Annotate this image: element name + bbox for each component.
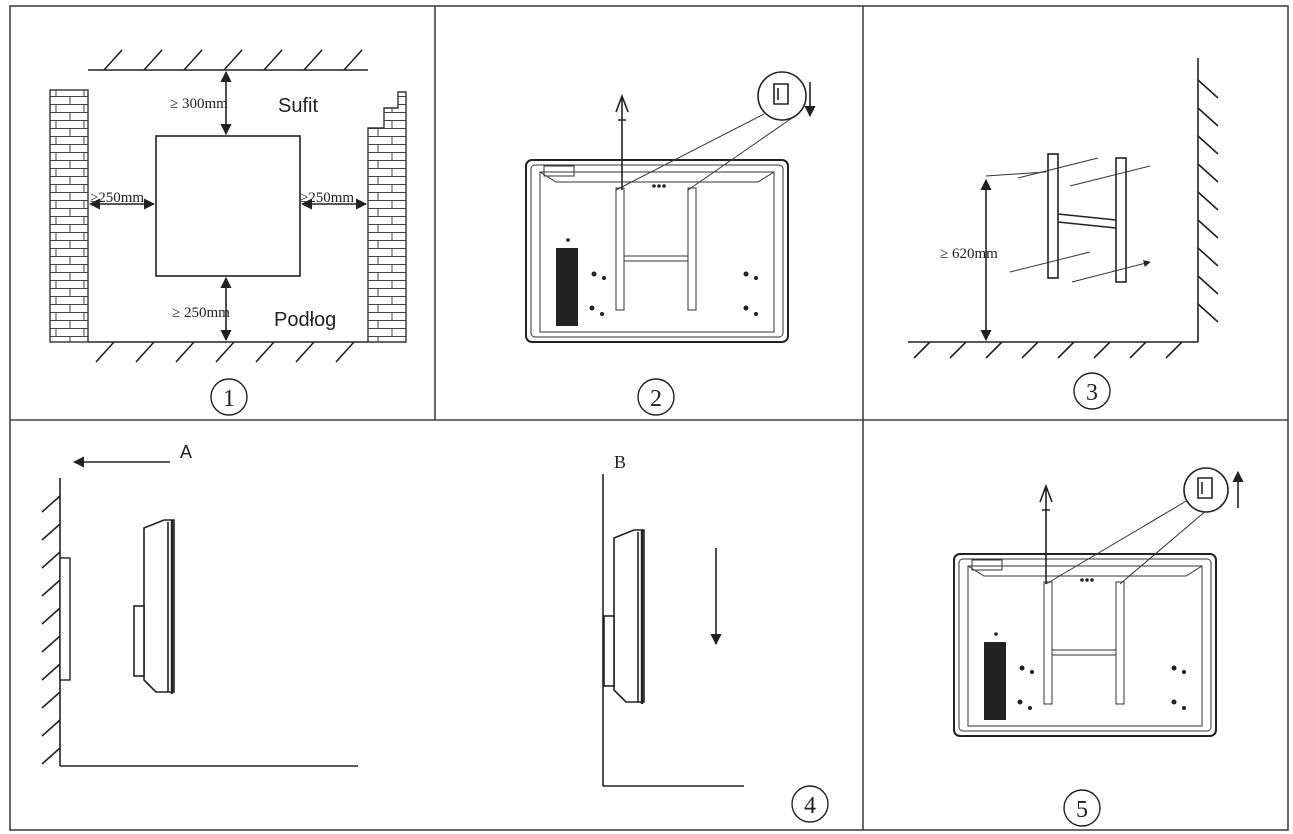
label-a: A xyxy=(180,442,192,462)
panel-2-back-view: 2 xyxy=(525,71,816,416)
right-gap-label: ≥250mm xyxy=(300,190,354,206)
detail-leader-left xyxy=(615,113,765,191)
step-1-circle xyxy=(210,378,248,416)
floor-hatch-3 xyxy=(913,341,1183,359)
panel-5-secure-heater: 5 xyxy=(953,467,1244,827)
panel-1-clearances: ≥ 300mm Sufit ≥250mm ≥250mm ≥ 250mm Podł… xyxy=(49,49,407,416)
bracket-left-rail xyxy=(1047,153,1059,279)
step-5-circle xyxy=(1063,789,1101,827)
wall-hatch-4a xyxy=(41,495,61,765)
step-5-number: 5 xyxy=(1076,797,1088,823)
detail-leader-left-2 xyxy=(1045,499,1189,585)
screw-icon-2 xyxy=(1039,483,1053,584)
step-4-number: 4 xyxy=(804,793,816,819)
hook-detail-circle xyxy=(757,71,807,121)
heater-side-b xyxy=(602,528,646,706)
step-3-number: 3 xyxy=(1086,380,1098,406)
ceiling-hatch xyxy=(103,49,363,71)
hook-detail-bracket-2 xyxy=(1197,477,1213,499)
step-2-number: 2 xyxy=(650,386,662,412)
ceiling-label: Sufit xyxy=(278,95,318,117)
wall-bracket-side xyxy=(59,557,71,681)
left-brick-wall xyxy=(49,89,89,343)
height-ref-line xyxy=(985,171,1047,177)
floor-label: Podłog xyxy=(274,309,336,331)
screw-icon xyxy=(615,93,629,190)
floor-hatch xyxy=(95,341,355,363)
heater-back-view xyxy=(525,159,789,343)
height-label: ≥ 620mm xyxy=(940,246,998,262)
bracket-right-rail xyxy=(1115,157,1127,283)
bracket-crossbar xyxy=(1057,213,1117,229)
floor-gap-label: ≥ 250mm xyxy=(172,305,230,321)
screw-direction-arrows xyxy=(1009,157,1150,283)
step-3-circle xyxy=(1073,372,1111,410)
heater-side-a xyxy=(132,518,176,696)
heater-outline xyxy=(155,135,301,277)
panel-3-bracket-mount: ≥ 620mm 3 xyxy=(908,58,1219,410)
left-gap-label: ≥250mm xyxy=(90,190,144,206)
ceiling-gap-label: ≥ 300mm xyxy=(170,96,228,112)
step-2-circle xyxy=(637,378,675,416)
detail-leader-right xyxy=(687,117,793,191)
detail-leader-right-2 xyxy=(1119,503,1215,585)
step-4-circle xyxy=(791,785,829,823)
heater-back-view-2 xyxy=(953,553,1217,737)
hook-detail-bracket xyxy=(773,83,789,105)
label-b: B xyxy=(614,452,626,472)
right-brick-wall xyxy=(367,91,407,343)
step-1-number: 1 xyxy=(223,386,235,412)
panel-4-hang-heater: A B 4 xyxy=(41,442,829,823)
hook-detail-circle-2 xyxy=(1183,467,1229,513)
frame-border xyxy=(9,5,1289,831)
wall-hatch xyxy=(1197,79,1219,323)
